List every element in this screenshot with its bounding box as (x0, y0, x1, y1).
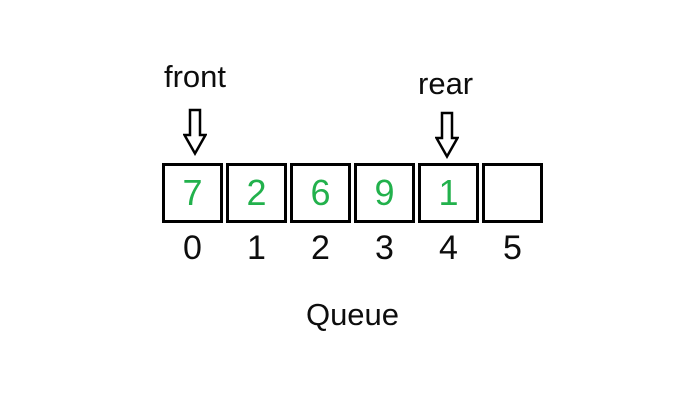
queue-index-2: 2 (311, 229, 330, 267)
queue-index-0: 0 (183, 229, 202, 267)
queue-cells-row: 7 2 6 9 1 (162, 163, 543, 223)
rear-down-arrow-icon (435, 111, 459, 159)
queue-index-3: 3 (375, 229, 394, 267)
queue-cell-5 (482, 163, 543, 223)
rear-pointer-label: rear (418, 66, 474, 101)
queue-index-4: 4 (439, 229, 458, 267)
queue-index-row: 0 1 2 3 4 5 (162, 231, 543, 265)
queue-cell-4: 1 (418, 163, 479, 223)
queue-index-5: 5 (503, 229, 522, 267)
queue-cell-2: 6 (290, 163, 351, 223)
front-pointer-label: front (164, 59, 227, 94)
queue-caption: Queue (305, 297, 400, 332)
queue-cell-1: 2 (226, 163, 287, 223)
queue-cell-0: 7 (162, 163, 223, 223)
front-down-arrow-icon (183, 108, 207, 156)
queue-cell-3: 9 (354, 163, 415, 223)
queue-index-1: 1 (247, 229, 266, 267)
